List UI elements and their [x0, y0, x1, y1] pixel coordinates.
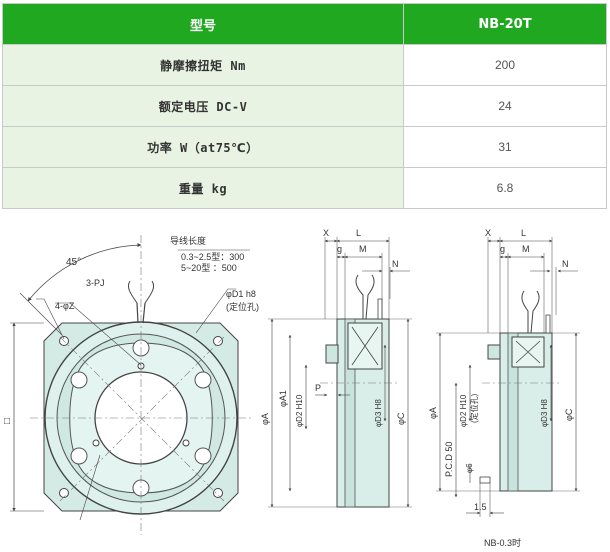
bore-note: (定位孔) [226, 301, 259, 312]
row-value-weight: 6.8 [403, 167, 607, 209]
row-value-power: 31 [403, 126, 607, 168]
c-label-2: φC [564, 408, 574, 421]
phi6-label-2: φ6 [465, 463, 474, 473]
a-label-2: φA [428, 407, 438, 419]
l-label-1: L [356, 228, 361, 238]
row-value-torque: 200 [403, 44, 607, 86]
pcd-label-2: P.C.D 50 [444, 442, 454, 477]
pj-label: 3-PJ [86, 278, 105, 288]
caption-label: NB-0.3时 [484, 537, 521, 548]
row-label-weight: 重量 kg [2, 167, 404, 209]
square-side-label: □ [2, 418, 13, 424]
lead-wire-line2: 5~20型 ：500 [181, 263, 237, 273]
table-header-row: 型号 NB-20T [2, 3, 607, 45]
front-view: 45° 导线长度 0.3~2.5型：300 5~20型 ：500 3-PJ 4-… [2, 235, 259, 535]
n-label-1: N [392, 259, 399, 269]
d2-label-1: φD2 H10 [295, 394, 304, 427]
table-row: 功率 W（at75℃） 31 [2, 126, 607, 168]
d2-note-2: (定位孔) [469, 393, 479, 423]
row-label-voltage: 额定电压 DC-V [2, 85, 404, 127]
model-header-label: 型号 [2, 3, 404, 45]
dim-1-5-label: 1.5 [474, 502, 487, 512]
technical-drawing: 45° 导线长度 0.3~2.5型：300 5~20型 ：500 3-PJ 4-… [2, 228, 580, 548]
row-label-torque: 静摩擦扭矩 Nm [2, 44, 404, 86]
m-label-1: M [359, 244, 367, 254]
lead-wire-line1: 0.3~2.5型：300 [181, 252, 244, 262]
model-header-value: NB-20T [403, 3, 607, 45]
lead-wire-title: 导线长度 [170, 235, 206, 246]
a-label-1: φA [260, 413, 270, 425]
row-value-voltage: 24 [403, 85, 607, 127]
n-label-2: N [562, 259, 569, 269]
side-view-1: X L g M N P φA φA1 φD2 H10 φD3 H8 φC [260, 228, 412, 508]
l-label-2: L [521, 228, 526, 238]
d2-label-2: φD2 H10 [459, 394, 468, 427]
p-label-1: P [315, 383, 321, 393]
angle-label: 45° [66, 257, 81, 268]
x-label-2: X [485, 228, 491, 238]
c-label-1: φC [396, 412, 406, 425]
a1-label-1: φA1 [278, 390, 288, 407]
table-row: 额定电压 DC-V 24 [2, 85, 607, 127]
table-row: 静摩擦扭矩 Nm 200 [2, 44, 607, 86]
hole-label: 4-φZ [55, 301, 75, 311]
x-label-1: X [323, 228, 329, 238]
d3-label-2: φD3 H8 [540, 399, 549, 427]
d3-label-1: φD3 H8 [374, 399, 383, 427]
row-label-power: 功率 W（at75℃） [2, 126, 404, 168]
bore-label: φD1 h8 [226, 289, 256, 299]
spec-table: 型号 NB-20T 静摩擦扭矩 Nm 200 额定电压 DC-V 24 功率 W… [2, 3, 607, 209]
g-label-1: g [337, 244, 342, 254]
side-view-2: X L g M N φA P.C.D 50 φD2 H10 (定位孔) φ6 φ… [428, 228, 580, 548]
m-label-2: M [522, 244, 530, 254]
g-label-2: g [500, 244, 505, 254]
table-row: 重量 kg 6.8 [2, 167, 607, 209]
